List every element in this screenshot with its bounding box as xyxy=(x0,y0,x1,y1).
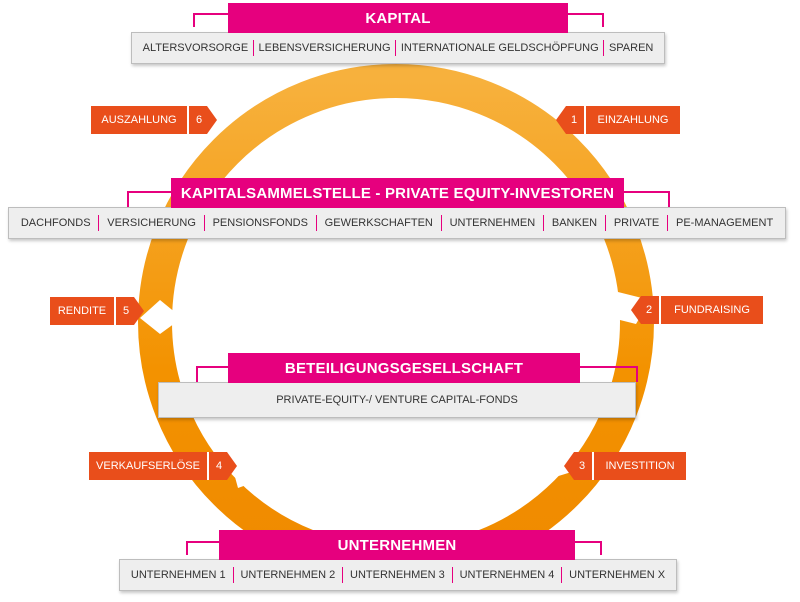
sammelstelle-item-private: PRIVATE xyxy=(613,217,660,229)
ring-caption: PRIVATE EQUITY / VENTURE CAPITAL xyxy=(287,506,489,518)
step-2-fundraising: 2 FUNDRAISING xyxy=(631,296,763,324)
step-number: 6 xyxy=(189,106,217,134)
beteiligung-title: BETEILIGUNGSGESELLSCHAFT xyxy=(228,353,580,383)
divider xyxy=(604,215,606,231)
step-number: 5 xyxy=(116,297,144,325)
step-label: AUSZAHLUNG xyxy=(91,106,187,134)
divider xyxy=(395,40,397,56)
beteiligung-item-fonds: PRIVATE-EQUITY-/ VENTURE CAPITAL-FONDS xyxy=(276,394,518,406)
unternehmen-item-3: UNTERNEHMEN 3 xyxy=(350,569,445,581)
sammelstelle-bar: DACHFONDS VERSICHERUNG PENSIONSFONDS GEW… xyxy=(8,207,786,239)
sammelstelle-item-pensionsfonds: PENSIONSFONDS xyxy=(212,217,308,229)
divider xyxy=(561,567,563,583)
sammelstelle-item-banken: BANKEN xyxy=(551,217,598,229)
divider xyxy=(667,215,669,231)
step-label: VERKAUFSERLÖSE xyxy=(89,452,207,480)
step-3-investition: 3 INVESTITION xyxy=(564,452,686,480)
step-6-auszahlung: AUSZAHLUNG 6 xyxy=(91,106,217,134)
step-label: INVESTITION xyxy=(594,452,686,480)
kapital-item-geldschoepfung: INTERNATIONALE GELDSCHÖPFUNG xyxy=(400,42,599,54)
sammelstelle-title: KAPITALSAMMELSTELLE - PRIVATE EQUITY-INV… xyxy=(171,178,624,208)
step-number: 2 xyxy=(631,296,659,324)
divider xyxy=(203,215,205,231)
step-4-verkaufserloese: VERKAUFSERLÖSE 4 xyxy=(89,452,237,480)
unternehmen-bar: UNTERNEHMEN 1 UNTERNEHMEN 2 UNTERNEHMEN … xyxy=(119,559,677,591)
kapital-item-altersvorsorge: ALTERSVORSORGE xyxy=(142,42,249,54)
unternehmen-item-4: UNTERNEHMEN 4 xyxy=(459,569,555,581)
divider xyxy=(440,215,442,231)
kapital-item-lebensversicherung: LEBENSVERSICHERUNG xyxy=(258,42,391,54)
divider xyxy=(98,215,100,231)
beteiligung-bar: PRIVATE-EQUITY-/ VENTURE CAPITAL-FONDS xyxy=(158,382,636,418)
unternehmen-item-x: UNTERNEHMEN X xyxy=(569,569,666,581)
sammelstelle-item-pe-management: PE-MANAGEMENT xyxy=(675,217,774,229)
step-label: EINZAHLUNG xyxy=(586,106,680,134)
unternehmen-item-1: UNTERNEHMEN 1 xyxy=(130,569,226,581)
divider xyxy=(342,567,344,583)
sammelstelle-item-unternehmen: UNTERNEHMEN xyxy=(449,217,536,229)
unternehmen-title: UNTERNEHMEN xyxy=(219,530,575,560)
step-label: FUNDRAISING xyxy=(661,296,763,324)
step-number: 4 xyxy=(209,452,237,480)
unternehmen-item-2: UNTERNEHMEN 2 xyxy=(240,569,336,581)
sammelstelle-item-gewerkschaften: GEWERKSCHAFTEN xyxy=(324,217,433,229)
step-label: RENDITE xyxy=(50,297,114,325)
step-number: 3 xyxy=(564,452,592,480)
divider xyxy=(603,40,605,56)
divider xyxy=(543,215,544,231)
divider xyxy=(315,215,317,231)
divider xyxy=(451,567,453,583)
kapital-item-sparen: SPAREN xyxy=(608,42,654,54)
step-5-rendite: RENDITE 5 xyxy=(50,297,144,325)
divider xyxy=(232,567,234,583)
sammelstelle-item-versicherung: VERSICHERUNG xyxy=(107,217,196,229)
cycle-ring-track xyxy=(138,64,654,580)
step-number: 1 xyxy=(556,106,584,134)
divider xyxy=(252,40,254,56)
kapital-title: KAPITAL xyxy=(228,3,568,33)
kapital-bar: ALTERSVORSORGE LEBENSVERSICHERUNG INTERN… xyxy=(131,32,665,64)
sammelstelle-item-dachfonds: DACHFONDS xyxy=(20,217,91,229)
step-1-einzahlung: 1 EINZAHLUNG xyxy=(556,106,680,134)
